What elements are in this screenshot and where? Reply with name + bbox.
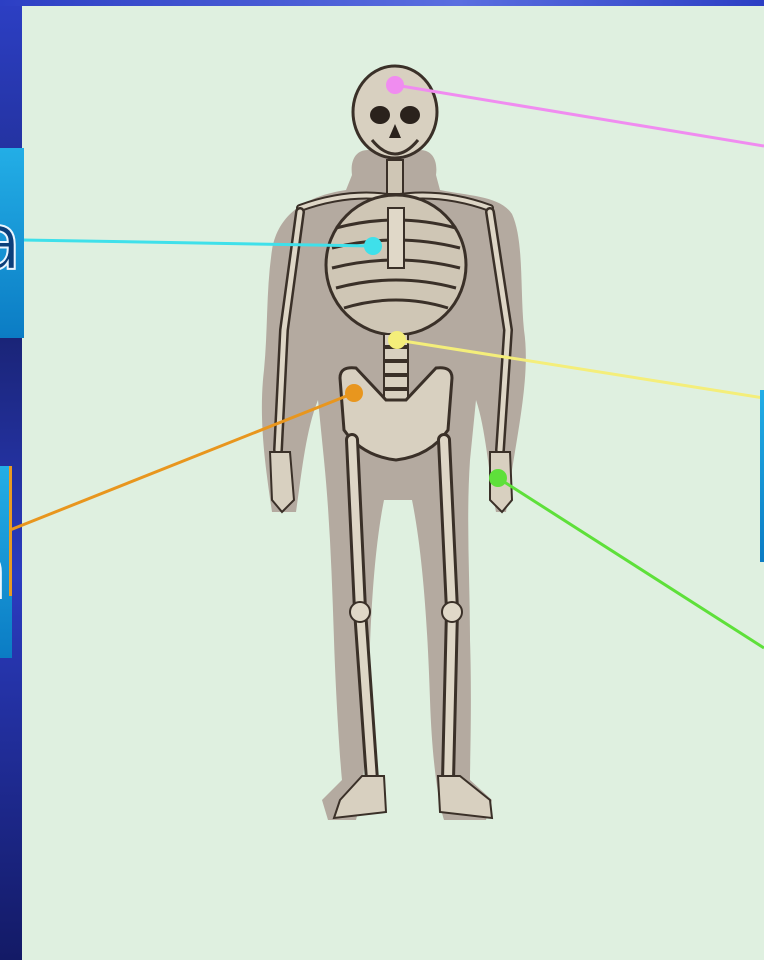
label-box-right[interactable] [760, 390, 764, 562]
leader-line-skull [395, 85, 764, 146]
label-text-left-top: a [0, 204, 22, 282]
leader-line-wrist [498, 478, 764, 648]
skull-marker [386, 76, 404, 94]
label-box-left-bottom-accent [9, 466, 12, 596]
wrist-marker [489, 469, 507, 487]
eye-socket-left [370, 106, 390, 124]
label-text-left-bottom: n [0, 533, 7, 611]
foot-right [438, 776, 492, 818]
spine-marker [388, 331, 406, 349]
sternum [388, 208, 404, 268]
hand-left [270, 452, 294, 512]
label-box-left-top[interactable]: a [0, 148, 24, 338]
eye-socket-right [400, 106, 420, 124]
ribcage-marker [364, 237, 382, 255]
pelvis-marker [345, 384, 363, 402]
neck-vertebrae [387, 160, 403, 194]
kneecap-left [350, 602, 370, 622]
kneecap-right [442, 602, 462, 622]
